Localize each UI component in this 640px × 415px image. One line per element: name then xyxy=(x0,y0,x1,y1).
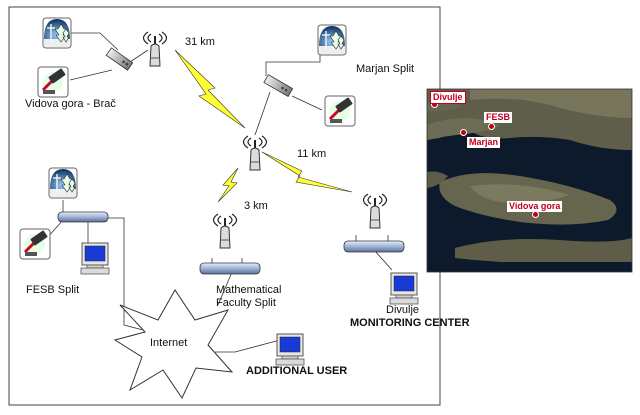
antenna-math xyxy=(212,213,238,249)
map-label-fesb: FESB xyxy=(484,112,513,123)
label-link-31km: 31 km xyxy=(185,36,215,48)
antenna-vidova xyxy=(142,31,168,67)
bridge-vidova xyxy=(105,47,134,71)
label-additional-user: ADDITIONAL USER xyxy=(246,365,348,377)
camera-fesb xyxy=(18,227,52,261)
label-divulje: Divulje xyxy=(386,304,420,316)
computer-monitoring-center xyxy=(389,272,419,305)
wireless-links xyxy=(174,49,353,203)
switch-math xyxy=(199,258,261,275)
weather-station-vidova xyxy=(42,17,72,49)
map-label-divulje: Divulje xyxy=(430,91,466,104)
label-link-3km: 3 km xyxy=(244,200,268,212)
map-marker-vidova-gora xyxy=(532,211,539,218)
label-internet: Internet xyxy=(150,337,188,349)
bridge-marjan xyxy=(263,74,294,98)
antenna-divulje xyxy=(362,193,388,229)
weather-station-fesb xyxy=(48,167,78,199)
map-label-vidova-gora: Vidova gora xyxy=(507,201,563,212)
map-marker-fesb xyxy=(488,123,495,130)
switch-fesb xyxy=(57,211,109,223)
label-monitoring-center: MONITORING CENTER xyxy=(350,317,470,329)
label-math-faculty: Mathematical Faculty Split xyxy=(216,284,282,309)
map-marker-marjan xyxy=(460,129,467,136)
camera-marjan xyxy=(323,94,357,128)
label-link-11km: 11 km xyxy=(297,148,327,160)
computer-additional-user xyxy=(275,333,305,366)
label-vidova-gora: Vidova gora - Brač xyxy=(25,98,116,110)
computer-fesb xyxy=(80,242,110,275)
map-label-marjan: Marjan xyxy=(467,137,501,148)
lightning-hub-math xyxy=(217,167,239,203)
satellite-map xyxy=(427,89,632,272)
camera-vidova xyxy=(36,65,70,99)
lightning-hub-divulje xyxy=(261,151,353,193)
weather-station-marjan xyxy=(317,24,347,56)
lightning-vidova-hub xyxy=(174,49,246,129)
wired-links xyxy=(46,32,393,353)
label-fesb: FESB Split xyxy=(26,284,80,296)
map-border xyxy=(426,88,633,273)
internet-cloud xyxy=(113,289,234,400)
switch-divulje xyxy=(343,235,405,253)
label-marjan: Marjan Split xyxy=(356,63,415,75)
